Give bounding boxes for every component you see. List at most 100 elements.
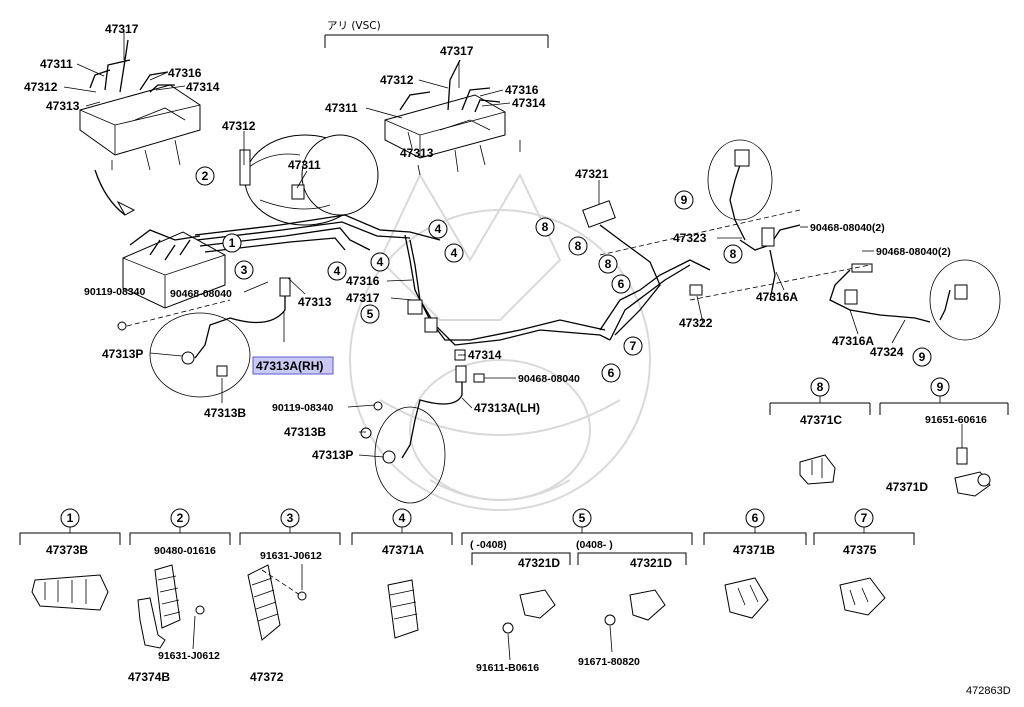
ref-7: 7: [630, 339, 637, 353]
label-47323: 47323: [673, 231, 707, 245]
ref-circles: 2 1 3 4 4 4 4 5 8 8 8 8 6 6 7 9 9 8 9 1 …: [60, 166, 950, 528]
label-47311: 47311: [40, 57, 73, 71]
vsc-header: アリ (VSC): [327, 20, 381, 32]
label-47316: 47316: [168, 66, 202, 80]
label-47371B: 47371B: [733, 543, 775, 557]
label-47312: 47312: [222, 119, 256, 133]
ref-5: 5: [367, 307, 374, 321]
label-47316A: 47316A: [832, 334, 874, 348]
watermark-emblem: [349, 172, 651, 511]
ref-8: 8: [817, 380, 824, 394]
label-90468-08040-2: 90468-08040(2): [876, 246, 951, 258]
label-91671-80820: 91671-80820: [578, 656, 640, 668]
label-47321D: 47321D: [518, 556, 560, 570]
ref-2: 2: [177, 511, 184, 525]
label-47313B: 47313B: [284, 425, 326, 439]
label-47313B: 47313B: [204, 406, 246, 420]
label-47317: 47317: [105, 22, 139, 36]
ref-9: 9: [919, 350, 926, 364]
label-47372: 47372: [250, 670, 284, 684]
label-47373B: 47373B: [46, 543, 88, 557]
label-90468-08040: 90468-08040: [518, 373, 580, 385]
ref-2: 2: [202, 169, 209, 183]
label-91631-J0612: 91631-J0612: [158, 650, 220, 662]
diagram-id: 472863D: [966, 685, 1011, 697]
left-block: [122, 229, 226, 309]
ref-6: 6: [752, 511, 759, 525]
vsc-actuator-block: [384, 59, 521, 176]
label-47313P: 47313P: [102, 347, 143, 361]
label-90119-08340: 90119-08340: [272, 402, 333, 414]
label-47317: 47317: [440, 44, 474, 58]
ref-4: 4: [451, 246, 458, 260]
label-47311: 47311: [288, 158, 321, 172]
label-47316: 47316: [505, 83, 539, 97]
label-91611-B0616: 91611-B0616: [476, 662, 539, 674]
ref-6: 6: [608, 366, 615, 380]
label-47374B: 47374B: [128, 670, 170, 684]
label-90480-01616: 90480-01616: [154, 545, 216, 557]
callout-leaders: [63, 61, 906, 458]
right-side-parts: [407, 149, 968, 361]
label-47317: 47317: [346, 291, 380, 305]
ref-4: 4: [377, 255, 384, 269]
flex-hose-lh: [360, 365, 485, 464]
callout-labels: アリ (VSC) 47317 47311 47312 47313 47316 4…: [24, 20, 1011, 697]
label-47324: 47324: [870, 345, 904, 359]
dashed-leaders: [126, 209, 871, 327]
ref-8: 8: [542, 220, 549, 234]
ref-3: 3: [287, 511, 294, 525]
label-47314: 47314: [512, 96, 546, 110]
ref-4: 4: [435, 222, 442, 236]
ref-8: 8: [575, 239, 582, 253]
ref-1: 1: [67, 511, 74, 525]
label-47313A-RH: 47313A(RH): [256, 359, 323, 373]
bottom-legend: [19, 527, 915, 661]
label-47313: 47313: [46, 99, 80, 113]
label-47314: 47314: [468, 348, 502, 362]
label-47371C: 47371C: [800, 413, 842, 427]
detail-circles: [149, 139, 1001, 504]
label-47321: 47321: [575, 167, 609, 181]
ref-4: 4: [399, 511, 406, 525]
legend-8-9: [769, 396, 1009, 497]
label-47313P: 47313P: [312, 448, 353, 462]
label-47311: 47311: [325, 101, 358, 115]
label-range-from-0408: (0408- ): [576, 539, 613, 551]
label-91651-60616: 91651-60616: [925, 414, 987, 426]
label-90119-08340: 90119-08340: [84, 286, 145, 298]
label-90468-08040-2: 90468-08040(2): [810, 222, 885, 234]
flex-hose-rh: [117, 277, 291, 377]
label-47322: 47322: [679, 316, 713, 330]
vsc-bracket: [324, 34, 549, 48]
label-47375: 47375: [843, 543, 877, 557]
arrow-head: [116, 200, 136, 216]
label-47313A-LH: 47313A(LH): [474, 401, 540, 415]
label-91631-J0612: 91631-J0612: [260, 550, 322, 562]
highlight-box: [252, 356, 334, 375]
label-47312: 47312: [24, 80, 58, 94]
label-47371A: 47371A: [382, 543, 424, 557]
label-47321D: 47321D: [630, 556, 672, 570]
ref-6: 6: [618, 277, 625, 291]
ref-4: 4: [334, 264, 341, 278]
label-47371D: 47371D: [886, 480, 928, 494]
arrow-indicator: [94, 169, 126, 216]
ref-3: 3: [241, 263, 248, 277]
brake-booster: [239, 134, 379, 226]
label-47316: 47316: [346, 274, 380, 288]
label-47316A: 47316A: [756, 290, 798, 304]
label-90468-08040: 90468-08040: [170, 288, 232, 300]
label-range-until-0408: ( -0408): [470, 539, 507, 551]
ref-8: 8: [730, 247, 737, 261]
ref-8: 8: [605, 257, 612, 271]
label-47314: 47314: [186, 80, 220, 94]
ref-7: 7: [861, 511, 868, 525]
ref-9: 9: [681, 193, 688, 207]
master-cylinder-block-top-left: [79, 30, 201, 171]
label-47312: 47312: [380, 73, 414, 87]
ref-5: 5: [579, 511, 586, 525]
ref-1: 1: [229, 236, 236, 250]
label-47313: 47313: [400, 146, 434, 160]
